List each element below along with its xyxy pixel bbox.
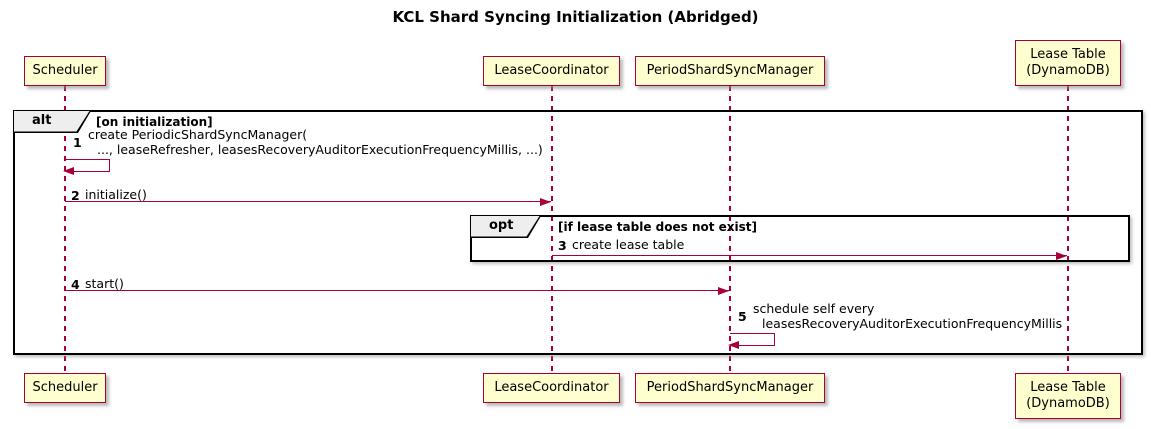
participant-label: PeriodShardSyncManager — [646, 63, 814, 78]
alt-condition: [on initialization] — [96, 115, 213, 129]
opt-frame: opt [if lease table does not exist] — [470, 215, 1130, 262]
opt-frame-label: opt — [471, 216, 541, 238]
message-5-line2: leasesRecoveryAuditorExecutionFrequencyM… — [762, 315, 1063, 331]
participant-label: LeaseCoordinator — [494, 380, 609, 395]
message-5-self-arrow — [730, 333, 775, 346]
opt-keyword: opt — [489, 217, 514, 233]
message-3-text: create lease table — [572, 237, 685, 252]
opt-condition: [if lease table does not exist] — [558, 220, 758, 234]
message-1-self-arrow — [65, 159, 110, 172]
alt-frame: alt [on initialization] — [13, 110, 1143, 355]
message-1-number: 1 — [73, 135, 82, 150]
message-2-arrow — [65, 201, 551, 202]
message-5-number: 5 — [738, 309, 747, 324]
message-5-text: schedule self every leasesRecoveryAudito… — [753, 301, 1063, 331]
message-4-arrow — [65, 290, 729, 291]
lifeline-lease-table — [1067, 86, 1069, 373]
message-1-arrowhead — [63, 166, 74, 175]
participant-lease-table-bottom: Lease Table (DynamoDB) — [1015, 373, 1121, 419]
participant-label: LeaseCoordinator — [494, 63, 609, 78]
message-4-arrowhead — [718, 286, 729, 295]
participant-scheduler-top: Scheduler — [24, 56, 106, 86]
message-2-text: initialize() — [85, 187, 147, 202]
message-1-line1: create PeriodicShardSyncManager( — [88, 127, 308, 142]
participant-period-shard-sync-manager-top: PeriodShardSyncManager — [635, 56, 825, 86]
message-5-arrowhead — [728, 340, 739, 349]
lifeline-lease-coordinator — [551, 86, 553, 373]
message-2-arrowhead — [540, 197, 551, 206]
message-3-number: 3 — [558, 238, 567, 253]
participant-label: Lease Table (DynamoDB) — [1026, 380, 1110, 411]
message-4-number: 4 — [71, 277, 80, 292]
message-3-arrow — [552, 255, 1067, 256]
participant-lease-coordinator-bottom: LeaseCoordinator — [483, 373, 620, 403]
participant-label: Scheduler — [32, 380, 98, 395]
message-3-arrowhead — [1056, 251, 1067, 260]
message-4-text: start() — [85, 276, 124, 291]
participant-scheduler-bottom: Scheduler — [24, 373, 106, 403]
participant-label: PeriodShardSyncManager — [646, 380, 814, 395]
message-5-line1: schedule self every — [753, 301, 875, 316]
message-1-line2: ..., leaseRefresher, leasesRecoveryAudit… — [97, 141, 543, 157]
message-1-text: create PeriodicShardSyncManager( ..., le… — [88, 127, 543, 157]
alt-keyword: alt — [32, 112, 52, 128]
lifeline-scheduler — [64, 86, 66, 373]
participant-label: Scheduler — [32, 63, 98, 78]
message-2-number: 2 — [71, 188, 80, 203]
participant-label: Lease Table (DynamoDB) — [1026, 47, 1110, 78]
participant-lease-table-top: Lease Table (DynamoDB) — [1015, 40, 1121, 86]
participant-lease-coordinator-top: LeaseCoordinator — [483, 56, 620, 86]
lifeline-period-shard-sync-manager — [729, 86, 731, 373]
diagram-title: KCL Shard Syncing Initialization (Abridg… — [392, 8, 759, 26]
participant-period-shard-sync-manager-bottom: PeriodShardSyncManager — [635, 373, 825, 403]
alt-frame-label: alt — [14, 111, 91, 133]
